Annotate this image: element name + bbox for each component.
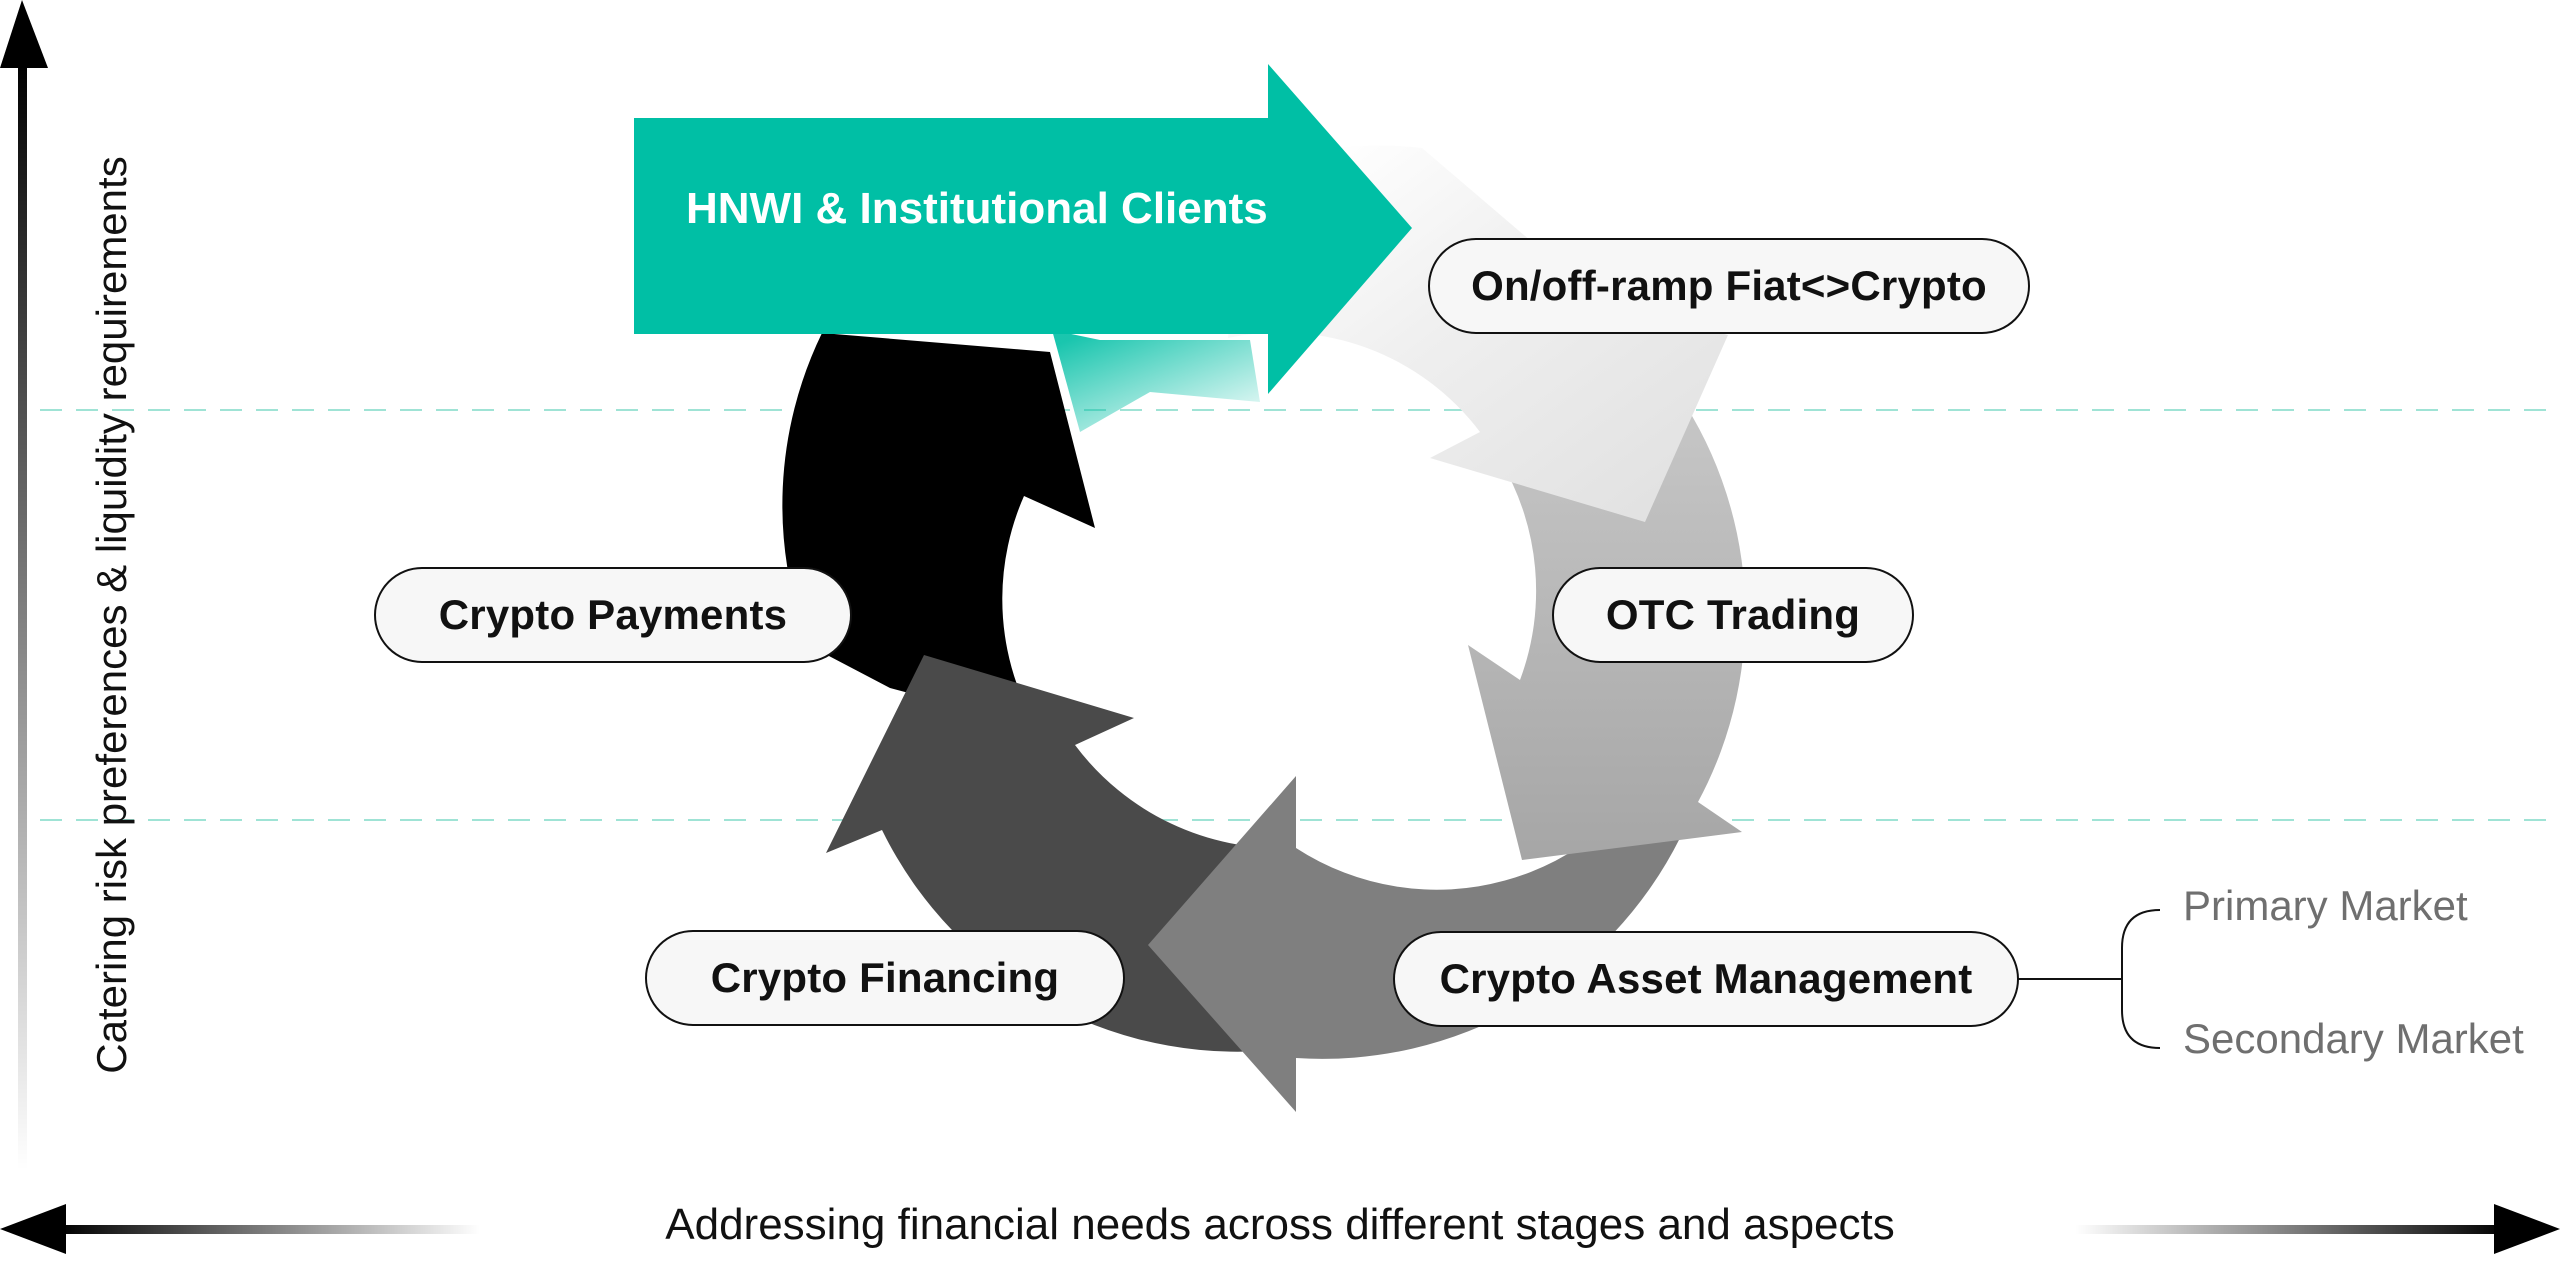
secondary-market-label: Secondary Market (2183, 1015, 2524, 1062)
banner-arrow (634, 64, 1412, 394)
x-axis-arrowhead-left (0, 1204, 66, 1254)
banner-label: HNWI & Institutional Clients (686, 184, 1268, 233)
arrow-asset-management (1148, 728, 1684, 1112)
arrow-payments (782, 333, 1095, 728)
bracket (2121, 909, 2161, 1049)
x-axis-line-right (2075, 1225, 2505, 1234)
stage-asset-management: Crypto Asset Management (1393, 931, 2019, 1027)
stage-onramp: On/off-ramp Fiat<>Crypto (1428, 238, 2030, 334)
y-axis-line (18, 60, 27, 1170)
y-axis-arrowhead (0, 0, 48, 68)
stage-otc-trading: OTC Trading (1552, 567, 1914, 663)
arrow-teal-glow (1052, 330, 1260, 432)
y-axis-label: Catering risk preferences & liquidity re… (88, 156, 135, 1074)
stage-crypto-payments: Crypto Payments (374, 567, 852, 663)
stage-crypto-financing: Crypto Financing (645, 930, 1125, 1026)
x-axis-arrowhead-right (2494, 1204, 2560, 1254)
primary-market-label: Primary Market (2183, 882, 2468, 929)
x-axis-label: Addressing financial needs across differ… (665, 1200, 1895, 1249)
x-axis-line-left (60, 1225, 480, 1234)
